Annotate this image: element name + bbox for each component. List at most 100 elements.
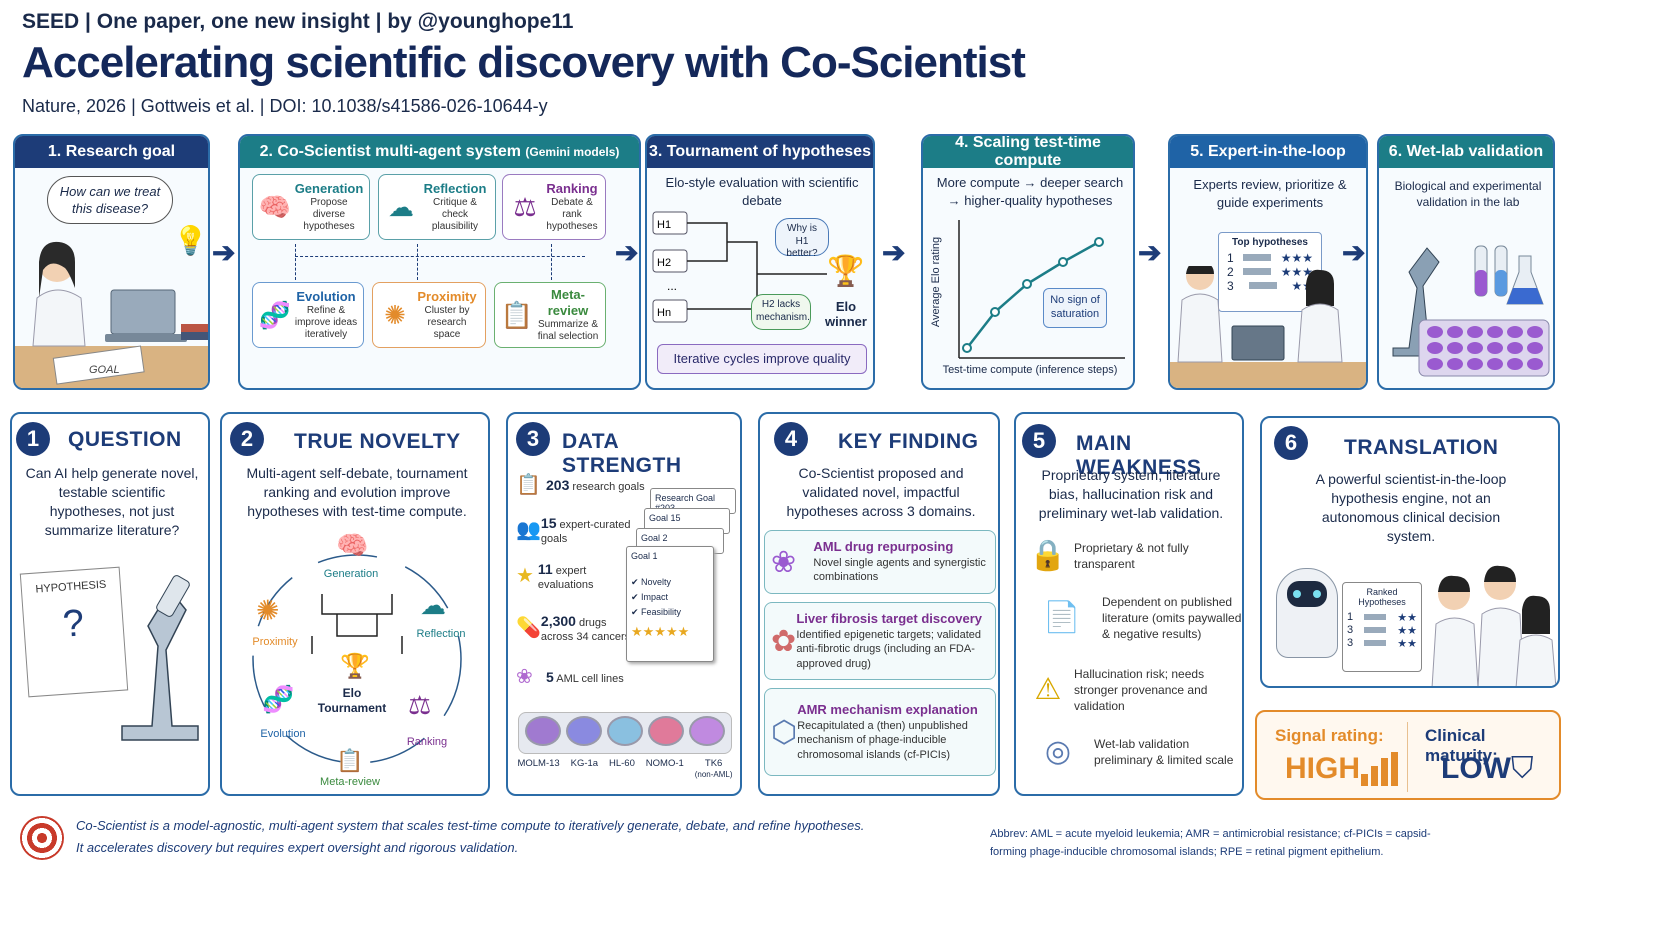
panel-wet-lab: 6. Wet-lab validation Biological and exp… bbox=[1377, 134, 1555, 390]
stat-item: 📋203 research goals bbox=[516, 474, 645, 496]
panel-title: 5. Expert-in-the-loop bbox=[1170, 136, 1366, 168]
petri-dish-icon bbox=[648, 716, 685, 746]
list-item: 3★★ bbox=[1347, 637, 1417, 650]
card-main-weakness: 5 MAIN WEAKNESS Proprietary system, lite… bbox=[1014, 412, 1244, 796]
dna-icon: 🧬 bbox=[262, 684, 295, 714]
card-title: TRUE NOVELTY bbox=[294, 430, 461, 453]
tagline: SEED | One paper, one new insight | by @… bbox=[22, 10, 574, 33]
criteria-item: ✔ Feasibility bbox=[631, 607, 682, 617]
debate-bubble: H2 lacks mechanism. bbox=[751, 294, 811, 330]
well bbox=[1487, 326, 1503, 338]
curve-point bbox=[1058, 257, 1068, 267]
card-title: KEY FINDING bbox=[838, 430, 979, 453]
card-number: 6 bbox=[1274, 426, 1308, 460]
petri-dish-icon bbox=[524, 716, 561, 746]
criteria-item: ✔ Impact bbox=[631, 592, 669, 602]
card-body: A powerful scientist-in-the-loop hypothe… bbox=[1315, 471, 1507, 544]
cycle-label: Evolution bbox=[260, 728, 306, 740]
checklist-icon: 📋 bbox=[336, 748, 364, 773]
dashed-connector bbox=[295, 256, 585, 257]
microscope-icon bbox=[121, 575, 199, 741]
curve-point bbox=[990, 307, 1000, 317]
cycle-center-label: Elo Tournament bbox=[317, 686, 387, 715]
network-icon: ✺ bbox=[256, 595, 280, 626]
well bbox=[1447, 358, 1463, 370]
card-title: TRANSLATION bbox=[1344, 436, 1499, 459]
weakness-item: ◎Wet-lab validation preliminary & limite… bbox=[1022, 730, 1242, 774]
well bbox=[1467, 358, 1483, 370]
card-body: Can AI help generate novel, testable sci… bbox=[25, 465, 199, 538]
page-title: Accelerating scientific discovery with C… bbox=[22, 38, 1026, 87]
cycle-label: Proximity bbox=[252, 636, 298, 648]
svg-text:H2: H2 bbox=[657, 257, 671, 269]
svg-text:H1: H1 bbox=[657, 219, 671, 231]
panel-subtitle: Experts review, prioritize & guide exper… bbox=[1193, 177, 1347, 210]
well bbox=[1427, 326, 1443, 338]
scientist-illustration: GOAL bbox=[15, 241, 208, 388]
well bbox=[1507, 358, 1523, 370]
agent-cycle-diagram bbox=[252, 554, 462, 764]
cycle-label: Reflection bbox=[416, 628, 466, 640]
petri-dish-icon bbox=[606, 716, 643, 746]
card-key-finding: 4 KEY FINDING Co-Scientist proposed and … bbox=[758, 412, 1000, 796]
panel-subtitle: Elo-style evaluation with scientific deb… bbox=[665, 175, 859, 208]
card-translation: 6 TRANSLATION A powerful scientist-in-th… bbox=[1260, 416, 1560, 688]
brain-icon: 🧠 bbox=[336, 530, 369, 560]
card-number: 4 bbox=[774, 422, 808, 456]
card-number: 2 bbox=[230, 422, 264, 456]
thought-cloud-icon: ☁ bbox=[388, 191, 414, 222]
brain-icon: 🧠 bbox=[258, 191, 292, 222]
panel-multi-agent: 2. Co-Scientist multi-agent system (Gemi… bbox=[238, 134, 641, 390]
curve-point bbox=[1094, 237, 1104, 247]
card-body: Multi-agent self-debate, tournament rank… bbox=[246, 465, 468, 519]
documents-icon: 📄 bbox=[1043, 601, 1081, 635]
cycle-label: Ranking bbox=[406, 736, 448, 748]
rating-box: Signal rating: HIGH Clinical maturity: L… bbox=[1255, 710, 1561, 800]
well bbox=[1527, 326, 1543, 338]
well bbox=[1447, 326, 1463, 338]
cycle-label: Meta-review bbox=[320, 776, 380, 788]
list-item: 2★★★ bbox=[1227, 265, 1313, 279]
well bbox=[1507, 326, 1523, 338]
debate-bubble: Why is H1 better? bbox=[775, 218, 829, 259]
scales-icon: ⚖ bbox=[513, 191, 537, 222]
trophy-icon: 🏆 bbox=[340, 653, 370, 680]
cell-line-labels: MOLM-13 KG-1a HL-60 NOMO-1 TK6(non-AML) bbox=[517, 758, 733, 779]
lab-illustration bbox=[1392, 245, 1550, 377]
abbreviations: Abbrev: AML = acute myeloid leukemia; AM… bbox=[990, 828, 1431, 858]
flow-arrow-icon: ➔ bbox=[1138, 237, 1162, 268]
list-item: 3★★ bbox=[1347, 624, 1417, 637]
card-title: MAIN WEAKNESS bbox=[1076, 432, 1202, 479]
stat-item: ❀5 AML cell lines bbox=[516, 666, 624, 688]
y-axis-label: Average Elo rating bbox=[930, 236, 942, 328]
well bbox=[1507, 342, 1523, 354]
people-icon: 👥 bbox=[516, 519, 541, 542]
ranked-board: Ranked Hypotheses 1★★ 3★★ 3★★ bbox=[1342, 582, 1422, 672]
petri-dish-icon bbox=[565, 716, 602, 746]
elo-winner-label: Elo winner bbox=[825, 299, 867, 329]
card-number: 5 bbox=[1022, 424, 1056, 458]
maturity-label: Clinical maturity: bbox=[1425, 726, 1498, 765]
card-number: 3 bbox=[516, 422, 550, 456]
criteria-item: ✔ Novelty bbox=[631, 577, 672, 587]
checklist-icon: 📋 bbox=[516, 474, 541, 496]
phage-icon: ⬡ bbox=[771, 715, 798, 749]
panel-title: 2. Co-Scientist multi-agent system (Gemi… bbox=[240, 136, 639, 168]
panel-expert-loop: 5. Expert-in-the-loop Experts review, pr… bbox=[1168, 134, 1368, 390]
bar-chart-icon bbox=[1361, 752, 1398, 786]
list-item: 1★★★ bbox=[1227, 251, 1313, 265]
weakness-item: ⚠Hallucination risk; needs stronger prov… bbox=[1022, 666, 1236, 715]
curve-point bbox=[1022, 279, 1032, 289]
flow-arrow-icon: ➔ bbox=[1342, 237, 1366, 268]
cells-icon: ❀ bbox=[771, 545, 797, 579]
citation: Nature, 2026 | Gottweis et al. | DOI: 10… bbox=[22, 96, 548, 116]
signal-value: HIGH bbox=[1285, 752, 1360, 785]
x-axis-label: Test-time compute (inference steps) bbox=[942, 364, 1118, 376]
list-item: 1★★ bbox=[1347, 611, 1417, 624]
